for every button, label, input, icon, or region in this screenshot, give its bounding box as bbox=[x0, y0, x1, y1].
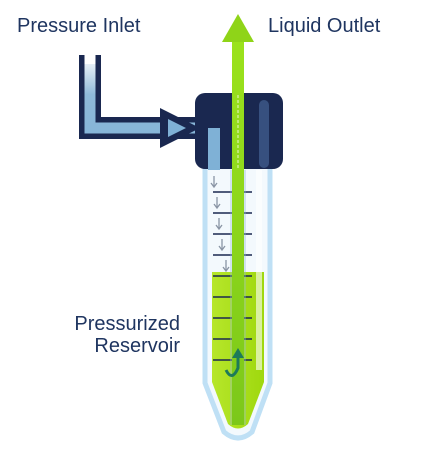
swirl-arrow-icon bbox=[224, 348, 244, 377]
liquid-outlet-straw bbox=[230, 40, 246, 425]
liquid-outlet-label: Liquid Outlet bbox=[268, 15, 381, 37]
flow-arrow-icon bbox=[213, 197, 221, 210]
flow-arrow-icon bbox=[215, 218, 223, 231]
pressurized-reservoir-label: Pressurized Reservoir bbox=[50, 313, 180, 357]
pressure-inlet-label: Pressure Inlet bbox=[17, 15, 141, 37]
outlet-arrow-icon bbox=[222, 14, 254, 42]
reservoir-label-line2: Reservoir bbox=[94, 335, 180, 357]
flow-arrows bbox=[210, 176, 230, 273]
reservoir-label-line1: Pressurized bbox=[74, 313, 180, 335]
flow-arrow-icon bbox=[210, 176, 218, 189]
flow-arrow-icon bbox=[222, 260, 230, 273]
flow-arrow-icon bbox=[218, 239, 226, 252]
